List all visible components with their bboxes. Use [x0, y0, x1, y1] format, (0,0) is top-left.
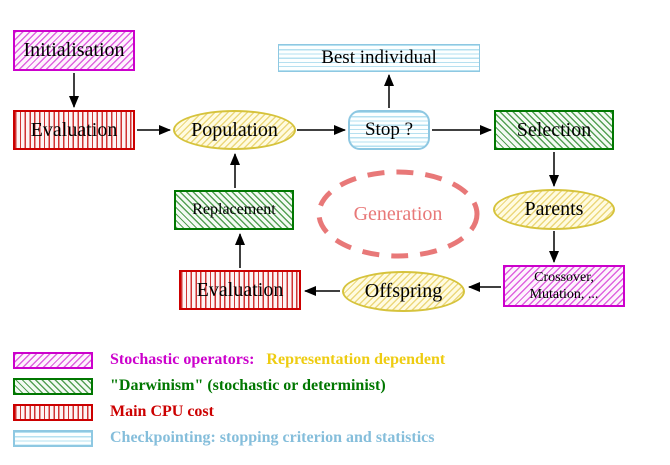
node-best-individual: Best individual — [278, 44, 480, 72]
node-best-individual-label: Best individual — [321, 47, 437, 69]
node-parents: Parents — [493, 189, 615, 230]
legend-row-darwinism: "Darwinism" (stochastic or determinist) — [13, 377, 386, 395]
node-stop-label: Stop ? — [364, 119, 414, 141]
node-evaluation-top-label: Evaluation — [30, 118, 118, 141]
node-generation-loop: Generation — [315, 168, 481, 260]
legend-row-cpu-cost: Main CPU cost — [13, 403, 214, 421]
node-replacement-label: Replacement — [192, 200, 276, 218]
node-evaluation-bottom-label: Evaluation — [196, 278, 284, 301]
legend-darwinism-label: "Darwinism" (stochastic or determinist) — [110, 377, 386, 394]
node-selection: Selection — [494, 110, 614, 150]
node-offspring-label: Offspring — [364, 280, 443, 302]
legend-stochastic-label: Stochastic operators: — [110, 351, 255, 368]
node-population-label: Population — [191, 118, 278, 141]
node-parents-label: Parents — [524, 198, 584, 220]
node-replacement: Replacement — [174, 190, 294, 230]
crossover-line2: Mutation, ... — [529, 287, 599, 302]
legend-swatch-red-stripes — [13, 403, 93, 421]
node-selection-label: Selection — [516, 118, 592, 141]
legend-cpu-label: Main CPU cost — [110, 403, 214, 420]
node-initialisation-label: Initialisation — [23, 39, 125, 61]
legend-row-stochastic: Stochastic operators: Representation dep… — [13, 351, 445, 369]
legend-swatch-cyan-lines — [13, 429, 93, 447]
node-generation-label: Generation — [353, 202, 443, 225]
node-initialisation: Initialisation — [13, 30, 135, 71]
node-crossover-mutation-label: Crossover, Mutation, ... — [530, 269, 599, 304]
legend-text-stochastic: Stochastic operators: Representation dep… — [110, 351, 445, 369]
node-population: Population — [173, 110, 296, 150]
crossover-line1: Crossover, — [534, 269, 594, 285]
node-evaluation-bottom: Evaluation — [179, 270, 301, 310]
node-offspring: Offspring — [342, 271, 465, 312]
legend-checkpointing-label: Checkpointing: stopping criterion and st… — [110, 429, 435, 446]
node-crossover-mutation: Crossover, Mutation, ... — [503, 265, 625, 307]
node-evaluation-top: Evaluation — [13, 110, 135, 150]
legend-swatch-magenta-hatch — [13, 351, 93, 369]
legend-stochastic-suffix: Representation dependent — [266, 351, 446, 368]
legend-swatch-green-hatch — [13, 377, 93, 395]
node-stop: Stop ? — [348, 110, 430, 150]
generation-dashed-ellipse — [316, 169, 480, 259]
legend-row-checkpointing: Checkpointing: stopping criterion and st… — [13, 429, 434, 447]
